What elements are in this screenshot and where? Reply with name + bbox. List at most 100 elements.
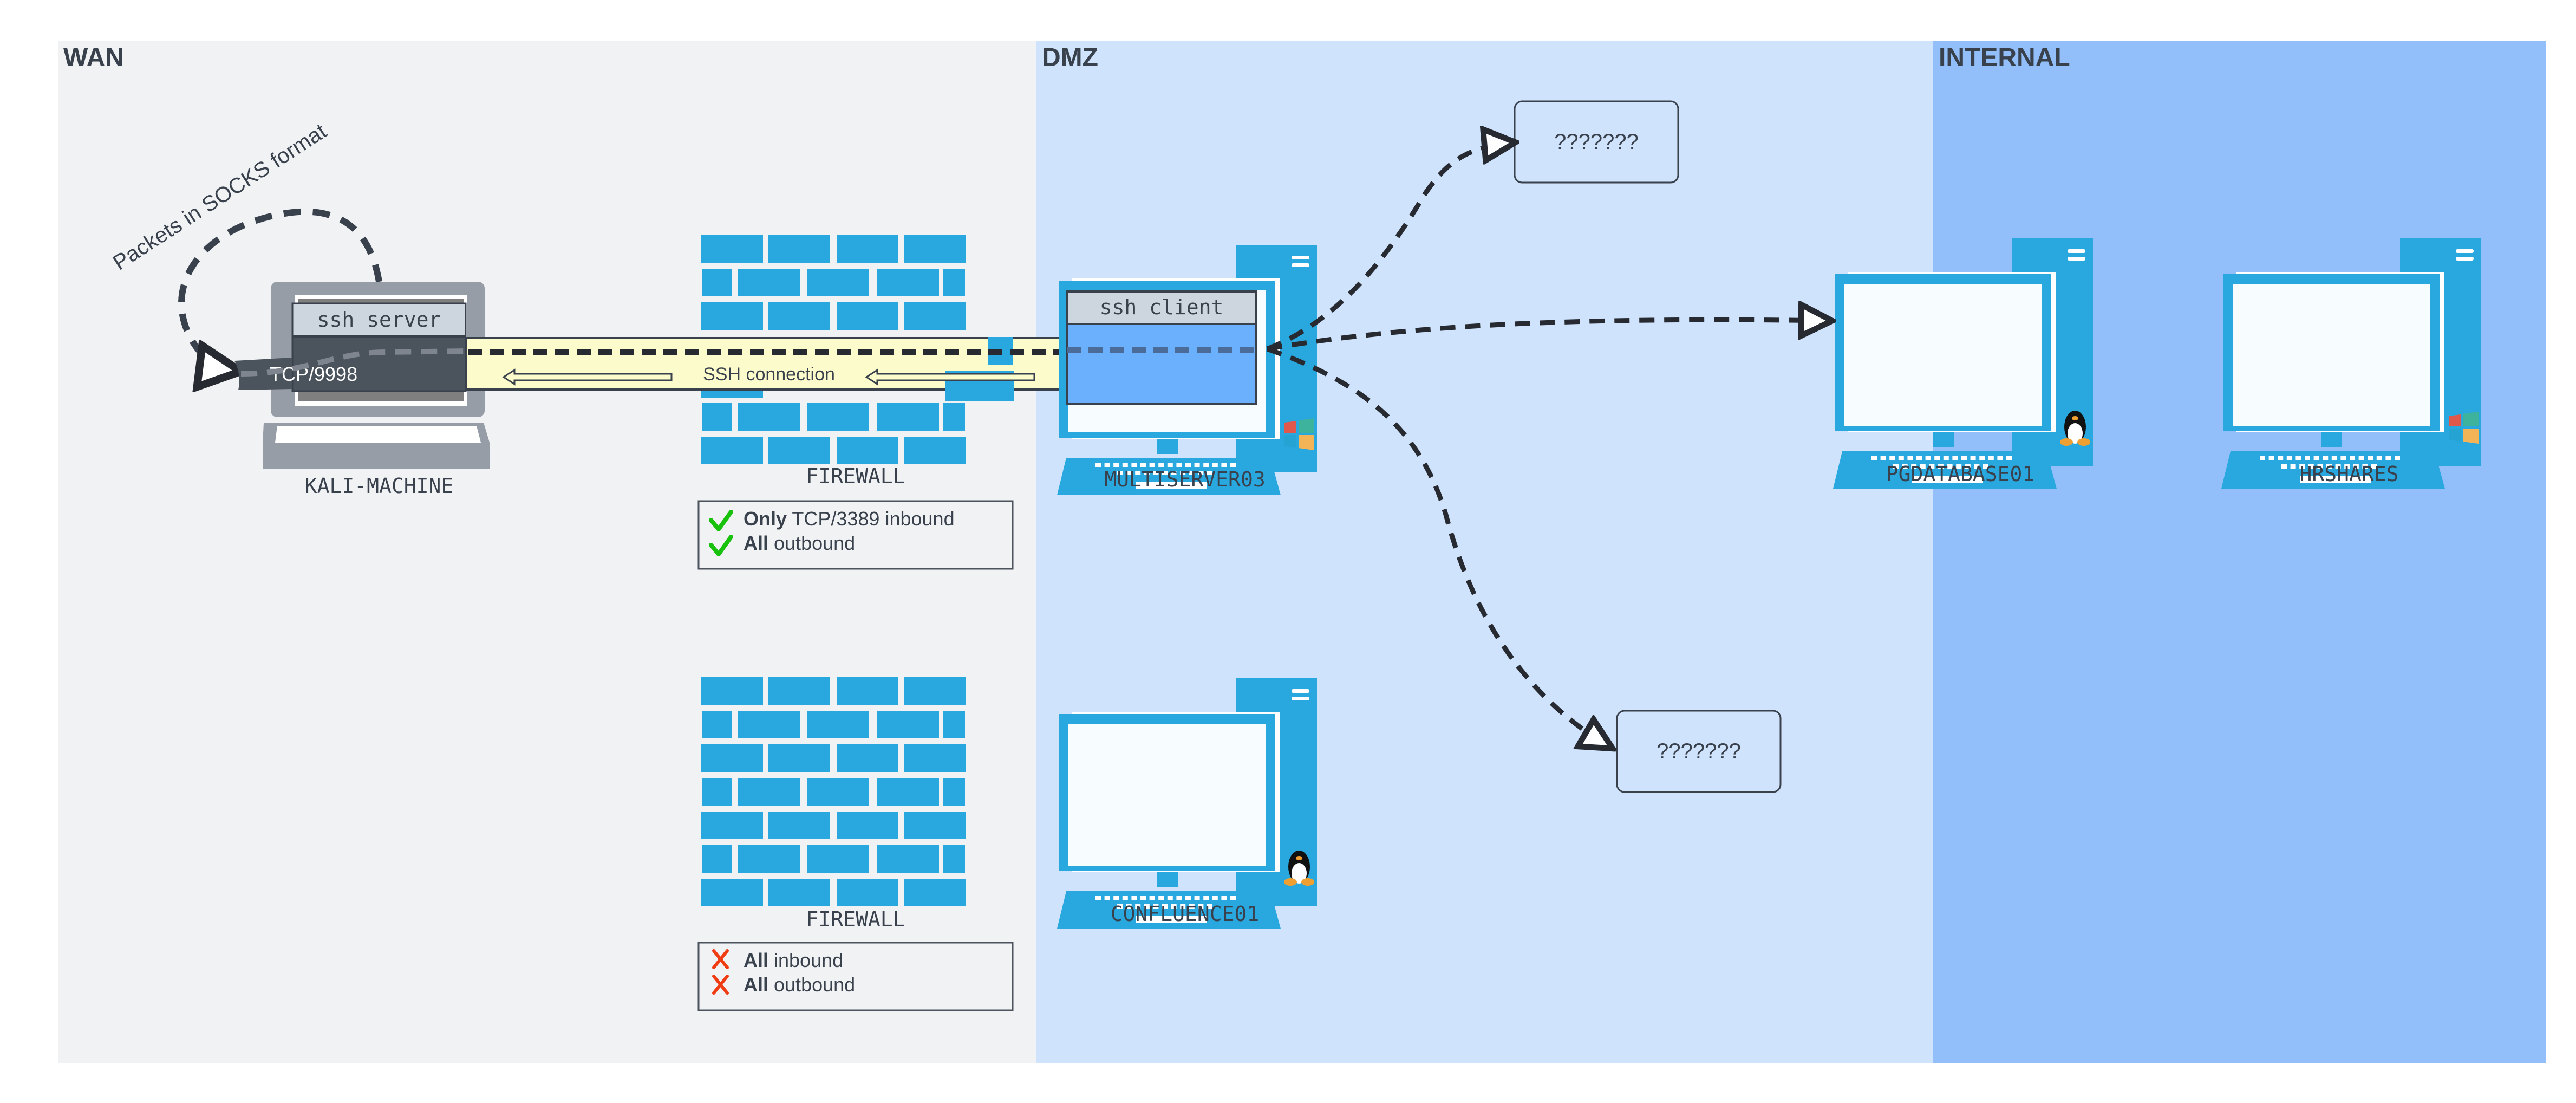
key [2290, 464, 2296, 469]
key [1095, 463, 1101, 467]
key [2313, 456, 2319, 460]
brick [877, 845, 939, 873]
key [1185, 463, 1191, 467]
brick [768, 879, 830, 906]
key [1194, 463, 1200, 467]
key [1171, 904, 1177, 909]
zone-internal [1933, 41, 2546, 1063]
monitor-stand [1157, 872, 1178, 887]
multiserver03-label: MULTISERVER03 [1104, 468, 1265, 491]
key [1131, 463, 1137, 467]
key [2344, 464, 2350, 469]
key [1176, 463, 1182, 467]
brick [943, 845, 965, 873]
brick [807, 711, 869, 738]
brick [877, 403, 939, 431]
spacebar [1136, 482, 1207, 489]
monitor-screen [2233, 284, 2430, 426]
linux-tux-icon [1284, 851, 1314, 886]
key [1194, 896, 1200, 900]
key [1230, 463, 1236, 467]
brick [702, 845, 732, 873]
check-icon [709, 535, 733, 556]
brick [702, 269, 732, 296]
brick [768, 677, 830, 705]
key [2335, 464, 2341, 469]
brick [837, 744, 898, 772]
key [1180, 904, 1186, 909]
keyboard [2221, 451, 2445, 489]
key [1997, 456, 2003, 460]
key [2299, 464, 2305, 469]
monitor-stand [1157, 439, 1178, 454]
key [1131, 896, 1137, 900]
key [2385, 456, 2391, 460]
tower-slot [1292, 256, 1309, 259]
unknown-node-top[interactable]: ??????? [1514, 100, 1679, 184]
unknown-node-bottom[interactable]: ??????? [1616, 710, 1782, 793]
brick [943, 711, 965, 738]
key [1189, 904, 1195, 909]
key [1902, 464, 1908, 469]
brick [904, 677, 966, 705]
brick [738, 778, 800, 806]
brick [943, 403, 965, 431]
tower-slot [1292, 263, 1309, 267]
key [1893, 464, 1899, 469]
brick [904, 812, 966, 839]
brick [768, 744, 830, 772]
key [1144, 904, 1150, 909]
brick [877, 778, 939, 806]
pgdatabase01[interactable] [1833, 238, 2093, 489]
key [2281, 464, 2287, 469]
key [2358, 456, 2364, 460]
key [1153, 471, 1159, 475]
key [1126, 904, 1132, 909]
brick [701, 744, 763, 772]
key [1162, 904, 1168, 909]
ssh-server-label: ssh server [317, 308, 441, 332]
key [1974, 464, 1980, 469]
key [2286, 456, 2292, 460]
key [2340, 456, 2346, 460]
firewall-bottom [701, 677, 966, 906]
brick [701, 879, 763, 906]
key [1095, 896, 1101, 900]
key [1113, 896, 1119, 900]
brick [738, 403, 800, 431]
key [2268, 456, 2274, 460]
key [1117, 471, 1123, 475]
key [2371, 464, 2377, 469]
key [1203, 463, 1209, 467]
key [1180, 471, 1186, 475]
svg-text:All outbound: All outbound [744, 532, 855, 554]
pgdatabase01-label: PGDATABASE01 [1886, 462, 2035, 486]
brick [738, 711, 800, 738]
key [2350, 456, 2355, 460]
hrshares[interactable] [2221, 238, 2481, 489]
brick [701, 302, 763, 330]
key [2295, 456, 2301, 460]
key [1149, 463, 1155, 467]
brick [738, 845, 800, 873]
arrow-to-pgdatabase [1267, 320, 1830, 352]
svg-text:All inbound: All inbound [744, 949, 843, 971]
key [2395, 456, 2400, 460]
key [1189, 471, 1195, 475]
linux-tux-icon [2060, 411, 2090, 446]
cross-icon [712, 949, 729, 969]
key [1126, 471, 1132, 475]
zone-label-internal: INTERNAL [1939, 43, 2070, 72]
kali-machine[interactable]: ssh server TCP/9998 KALI-MACHINE [234, 282, 490, 498]
key [1140, 896, 1146, 900]
brick [904, 235, 966, 263]
key [1943, 456, 1949, 460]
brick [768, 235, 830, 263]
key [1135, 471, 1141, 475]
key [1144, 471, 1150, 475]
key [2308, 464, 2314, 469]
key [1167, 463, 1173, 467]
arrow-left-icon [502, 368, 673, 386]
confluence01[interactable] [1057, 678, 1317, 929]
key [1162, 471, 1168, 475]
